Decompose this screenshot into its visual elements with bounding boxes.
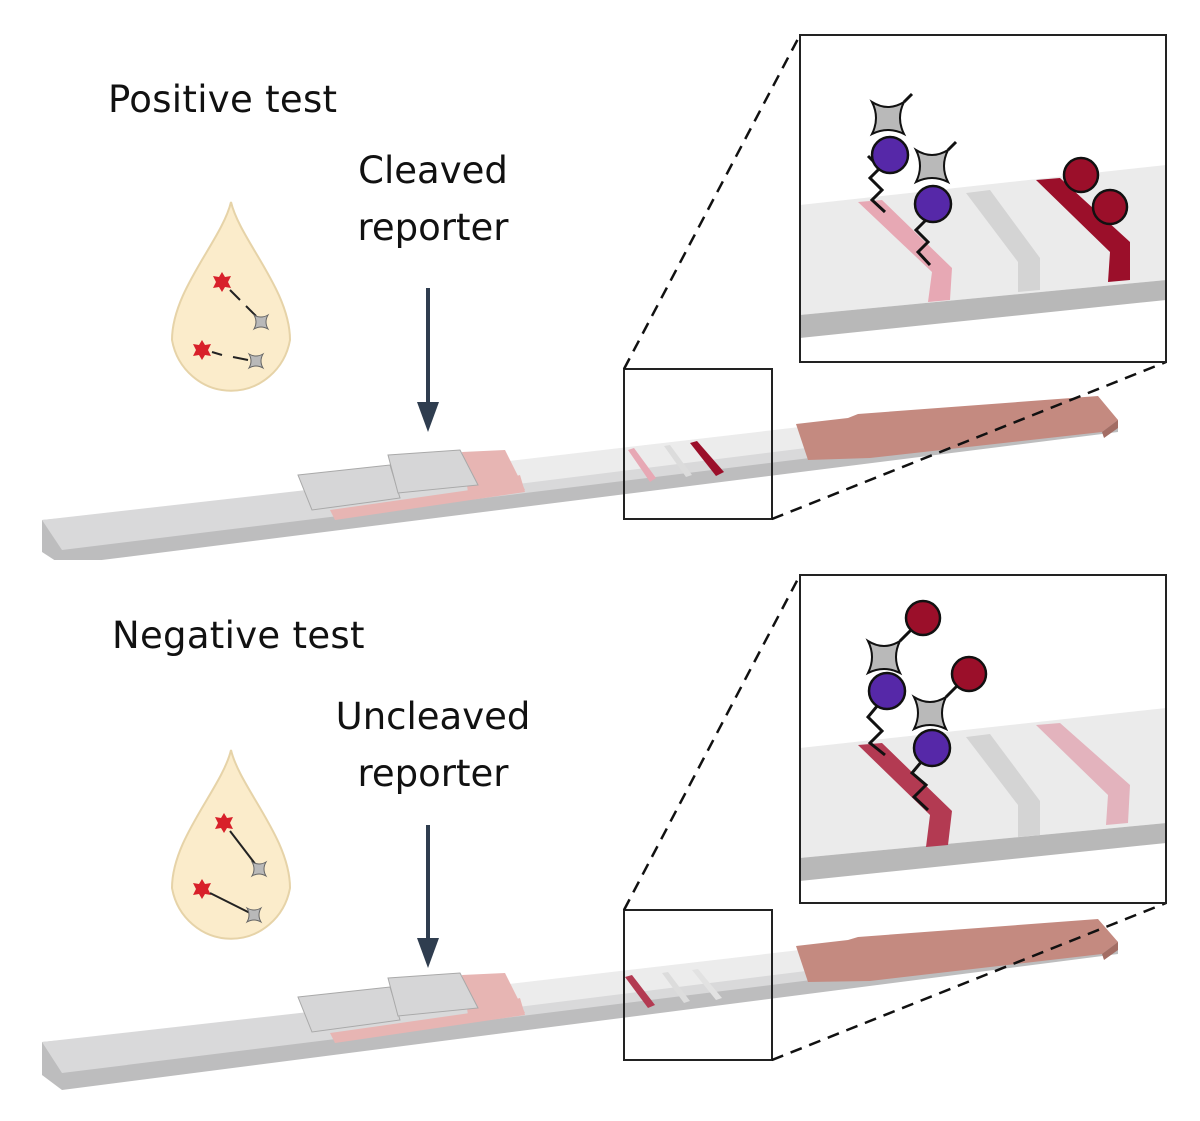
zoom-region-box bbox=[623, 909, 773, 1061]
reporter-label: Uncleaved reporter bbox=[303, 688, 563, 802]
zoom-connector bbox=[622, 574, 802, 911]
zoom-region-box bbox=[623, 368, 773, 520]
droplet-icon bbox=[170, 201, 292, 392]
negative-illustration bbox=[42, 574, 1167, 1090]
gray-star-icon bbox=[865, 638, 903, 676]
zoom-connector bbox=[771, 901, 1167, 1062]
droplet-icon bbox=[170, 749, 292, 940]
positive-illustration bbox=[42, 34, 1167, 560]
red-circle-icon bbox=[904, 599, 942, 637]
lateral-flow-strip bbox=[42, 919, 1118, 1090]
gray-star-icon bbox=[913, 147, 951, 185]
cas-protein-icon bbox=[213, 272, 231, 292]
red-circle-icon bbox=[1091, 188, 1129, 226]
reporter-label-line2: reporter bbox=[357, 752, 509, 795]
purple-circle-icon bbox=[870, 135, 910, 175]
purple-circle-icon bbox=[912, 728, 952, 768]
zoom-connector bbox=[771, 360, 1167, 521]
negative-test-panel: Negative test Uncleaved reporter bbox=[0, 545, 1200, 1105]
cas-protein-icon bbox=[193, 879, 211, 899]
reporter-label: Cleaved reporter bbox=[303, 142, 563, 256]
down-arrow-icon bbox=[417, 288, 439, 432]
zoom-connector bbox=[622, 34, 802, 370]
control-line bbox=[1036, 178, 1130, 282]
reporter-label-line1: Cleaved bbox=[358, 149, 508, 192]
test-line bbox=[858, 200, 952, 302]
gray-star-icon bbox=[869, 99, 907, 137]
test-line bbox=[858, 743, 952, 847]
purple-circle-icon bbox=[867, 671, 907, 711]
control-line bbox=[1036, 723, 1130, 825]
red-circle-icon bbox=[950, 655, 988, 693]
cas-protein-icon bbox=[215, 813, 233, 833]
reporter-intact-icon bbox=[245, 906, 263, 924]
down-arrow-icon bbox=[417, 825, 439, 968]
panel-title: Positive test bbox=[108, 78, 338, 121]
reporter-label-line2: reporter bbox=[357, 206, 509, 249]
zoom-inset bbox=[799, 574, 1167, 904]
red-circle-icon bbox=[1062, 156, 1100, 194]
cas-protein-icon bbox=[193, 340, 211, 360]
zoom-inset bbox=[799, 34, 1167, 363]
reporter-fragment-icon bbox=[247, 352, 265, 370]
lateral-flow-strip bbox=[42, 396, 1118, 560]
purple-circle-icon bbox=[913, 184, 953, 224]
reporter-fragment-icon bbox=[252, 313, 270, 331]
reporter-label-line1: Uncleaved bbox=[335, 695, 531, 738]
reporter-intact-icon bbox=[250, 860, 268, 878]
gray-star-icon bbox=[911, 694, 949, 732]
positive-test-panel: Positive test Cleaved reporter bbox=[0, 0, 1200, 560]
panel-title: Negative test bbox=[112, 614, 365, 657]
